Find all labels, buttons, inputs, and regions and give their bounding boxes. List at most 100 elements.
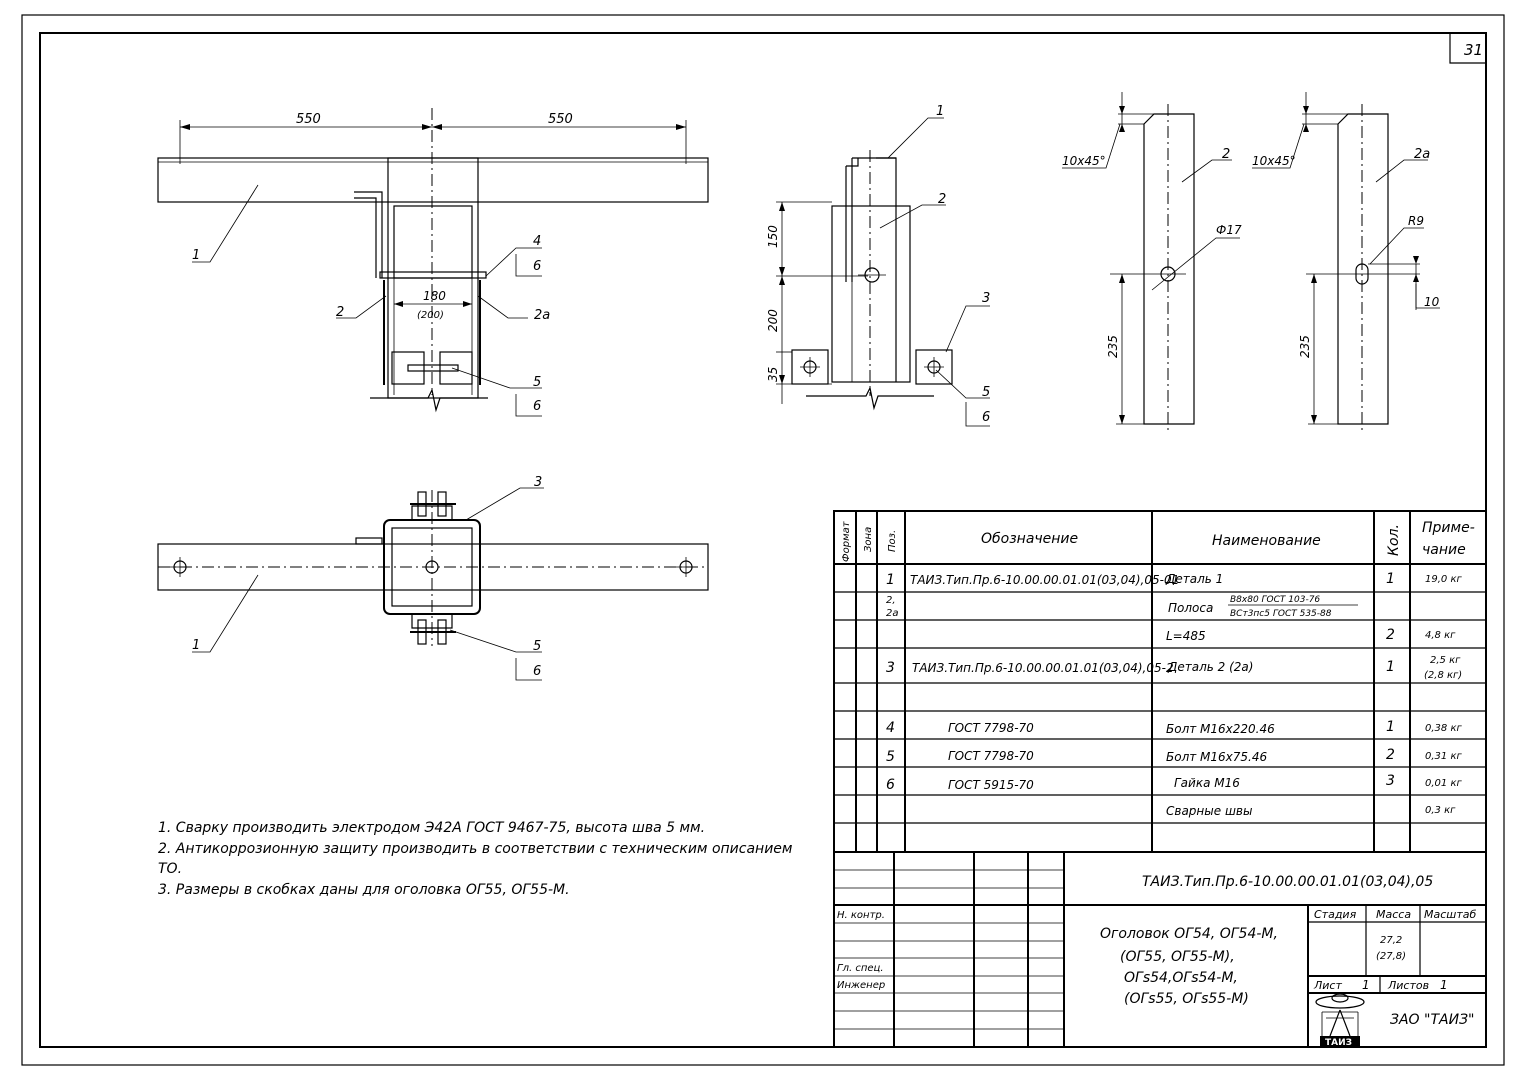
row8-note: 0,01 кг: [1425, 778, 1462, 789]
label-pos5-plan: 5: [533, 639, 541, 654]
hdr-qty: Кол.: [1386, 524, 1402, 556]
row6-qty: 1: [1386, 719, 1395, 735]
label-pos2-detail: 2: [1222, 147, 1230, 162]
title-line-1: Оголовок ОГ54, ОГ54-М,: [1100, 926, 1278, 942]
label-pos6-front-a: 6: [533, 259, 541, 274]
row3-qty: 2: [1386, 627, 1395, 643]
label-pos3-plan: 3: [534, 475, 542, 490]
row6-pos: 4: [886, 720, 895, 736]
stage-label: Стадия: [1314, 908, 1357, 921]
spec-table: Формат Зона Поз. Обозначение Наименовани…: [833, 510, 1487, 853]
dim-550-right: 550: [548, 112, 573, 127]
dim-10: 10: [1424, 295, 1440, 309]
label-pos5-side: 5: [982, 385, 990, 400]
dim-200-paren: (200): [417, 310, 444, 321]
front-view: 550 550 180 (200) 1 2 2а 4: [157, 108, 709, 417]
row7-name: Болт М16х75.46: [1166, 750, 1267, 764]
label-pos6-side: 6: [982, 410, 990, 425]
sheets-label: Листов: [1387, 979, 1429, 992]
title-code: ТАИЗ.Тип.Пр.6-10.00.00.01.01(03,04),05: [1142, 874, 1433, 890]
row2-name-bottom: ВСт3пс5 ГОСТ 535-88: [1230, 609, 1332, 619]
row8-qty: 3: [1386, 773, 1395, 789]
dim-r9: R9: [1408, 214, 1424, 228]
detail-2-view: 10x45° 235 Ф17 2: [1062, 92, 1242, 430]
hdr-format: Формат: [841, 520, 852, 562]
row3-note: 4,8 кг: [1425, 630, 1456, 641]
row9-note: 0,3 кг: [1425, 805, 1456, 816]
row4-designation: ТАИЗ.Тип.Пр.6-10.00.00.01.01(03,04),05-2: [912, 661, 1174, 675]
hdr-pos: Поз.: [887, 530, 898, 552]
hdr-note-2: чание: [1422, 542, 1466, 558]
label-pos2a-detail: 2а: [1414, 147, 1430, 162]
title-line-2: (ОГ55, ОГ55-М),: [1120, 949, 1235, 965]
row8-pos: 6: [886, 777, 895, 793]
row4-pos: 3: [886, 660, 895, 676]
dim-235-a: 235: [1106, 335, 1120, 358]
row7-pos: 5: [886, 749, 895, 765]
dim-550-left: 550: [296, 112, 321, 127]
hdr-note-1: Приме-: [1422, 520, 1475, 536]
row4-qty: 1: [1386, 659, 1395, 675]
row4-note-top: 2,5 кг: [1430, 655, 1461, 666]
row7-note: 0,31 кг: [1425, 751, 1462, 762]
general-notes: 1. Сварку производить электродом Э42А ГО…: [158, 818, 798, 900]
row6-designation: ГОСТ 7798-70: [948, 721, 1034, 735]
dim-235-b: 235: [1298, 335, 1312, 358]
row7-qty: 2: [1386, 747, 1395, 763]
label-pos1-front: 1: [192, 248, 200, 263]
note-1: 1. Сварку производить электродом Э42А ГО…: [158, 820, 706, 836]
label-pos6-front-b: 6: [533, 399, 541, 414]
row1-pos: 1: [886, 572, 895, 588]
row2-pos-a: 2,: [886, 595, 896, 606]
role-n-kontr: Н. контр.: [837, 910, 885, 921]
sheet-number-box: [1449, 33, 1486, 64]
row6-note: 0,38 кг: [1425, 723, 1462, 734]
row8-name: Гайка М16: [1174, 776, 1240, 790]
row2-name-top: В8х80 ГОСТ 103-76: [1230, 595, 1320, 605]
mass-value-alt: (27,8): [1376, 951, 1406, 962]
sheet-label: Лист: [1313, 979, 1342, 992]
sheets-value: 1: [1440, 978, 1448, 992]
note-2: 2. Антикоррозионную защиту производить в…: [158, 840, 793, 878]
row1-note: 19,0 кг: [1425, 574, 1462, 585]
scale-label: Масштаб: [1424, 908, 1476, 921]
label-pos2-side: 2: [938, 192, 946, 207]
dim-hole: Ф17: [1216, 223, 1242, 237]
mass-value: 27,2: [1380, 935, 1402, 946]
role-gl-spec: Гл. спец.: [837, 963, 884, 974]
row8-designation: ГОСТ 5915-70: [948, 778, 1034, 792]
role-engineer: Инженер: [837, 980, 885, 991]
row1-designation: ТАИЗ.Тип.Пр.6-10.00.00.01.01(03,04),05-0…: [910, 573, 1179, 587]
label-pos2-front: 2: [336, 305, 344, 320]
dim-150: 150: [766, 225, 780, 248]
label-pos5-front: 5: [533, 375, 541, 390]
label-pos6-plan: 6: [533, 664, 541, 679]
row9-name: Сварные швы: [1166, 804, 1252, 818]
company-logo: ТАИЗ: [1315, 993, 1365, 1048]
outer-frame: [21, 14, 1505, 1066]
sheet-value: 1: [1362, 978, 1370, 992]
detail-2a-view: 10 10x45° 235 R9 2а: [1252, 92, 1440, 430]
row1-name: Деталь 1: [1165, 572, 1223, 586]
label-pos1-plan: 1: [192, 638, 200, 653]
label-pos1-side: 1: [936, 104, 944, 119]
row3-name: L=485: [1166, 629, 1206, 643]
title-line-3: ОГs54,ОГs54-М,: [1124, 970, 1238, 986]
dim-chamfer-b: 10x45°: [1252, 154, 1296, 168]
side-view: 150 200 35 1 2 3 5 6: [766, 104, 990, 427]
note-3: 3. Размеры в скобках даны для оголовка О…: [158, 881, 570, 898]
hdr-designation: Обозначение: [981, 531, 1078, 547]
row4-name: Деталь 2 (2а): [1167, 660, 1253, 674]
plan-view: 1 3 5 6: [157, 475, 709, 681]
row6-name: Болт М16х220.46: [1166, 722, 1275, 736]
sheet-number: 31: [1464, 41, 1483, 59]
hdr-name: Наименование: [1212, 533, 1321, 549]
dim-200: 200: [766, 309, 780, 332]
label-pos4-front: 4: [533, 234, 541, 249]
row1-qty: 1: [1386, 571, 1395, 587]
logo-text: ТАИЗ: [1325, 1038, 1352, 1048]
title-line-4: (ОГs55, ОГs55-М): [1124, 991, 1249, 1007]
hdr-zone: Зона: [863, 527, 874, 552]
row4-note-bottom: (2,8 кг): [1424, 670, 1462, 681]
